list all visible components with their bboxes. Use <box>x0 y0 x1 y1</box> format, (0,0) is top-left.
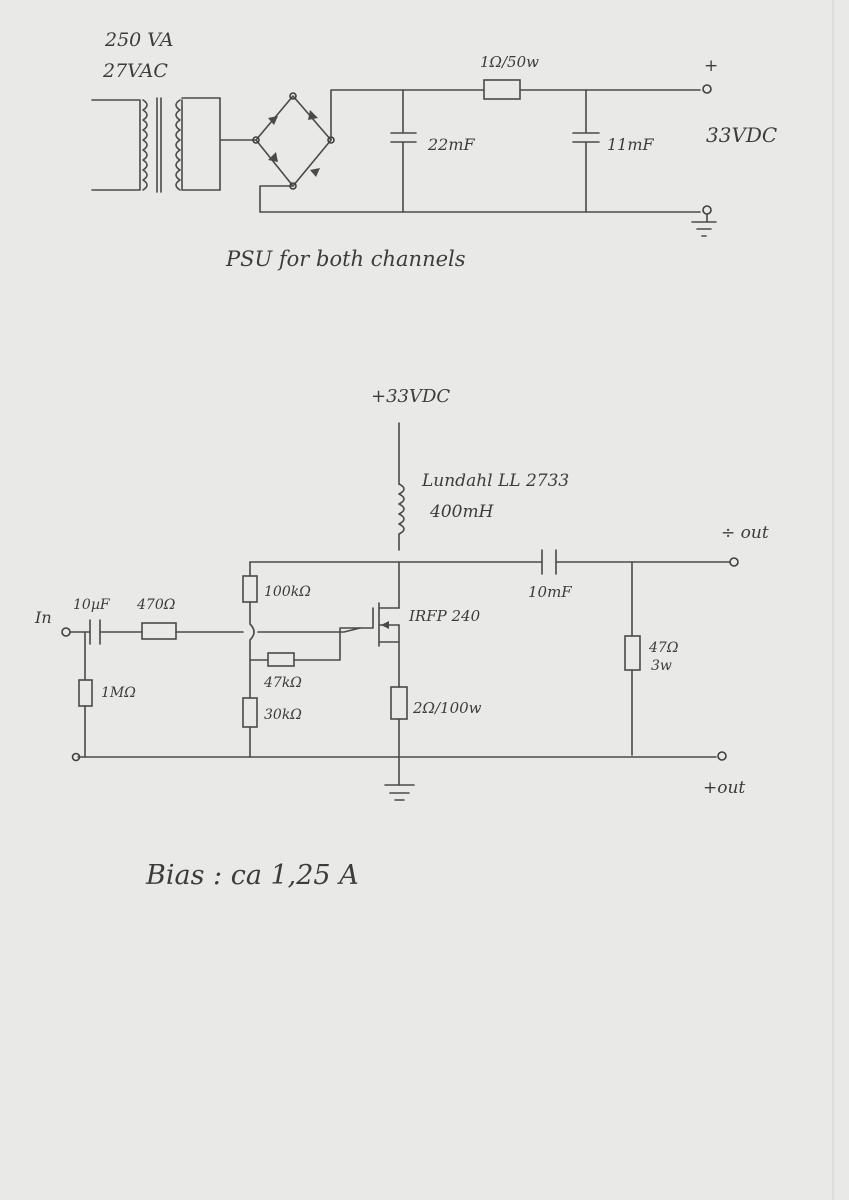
gate-resistor <box>267 652 295 667</box>
input-label: In <box>34 608 52 627</box>
bridge-rectifier <box>219 92 335 191</box>
psu-plus-label: + <box>704 56 718 76</box>
ground-resistor <box>78 679 93 707</box>
output-cap-label: 10mF <box>528 583 572 601</box>
bias-divider-wire <box>249 561 255 758</box>
choke-value: 400mH <box>429 502 495 522</box>
output-pos-label: +out <box>703 778 745 798</box>
bottom-bias-resistor-label: 30kΩ <box>264 707 302 723</box>
psu-cap1-label: 22mF <box>427 135 476 154</box>
top-bias-resistor-label: 100kΩ <box>264 584 311 600</box>
gate-wire <box>249 627 361 661</box>
load-resistor-value: 47Ω <box>648 640 679 656</box>
psu-caption: PSU for both channels <box>225 247 466 271</box>
output-pos-terminal <box>717 751 727 761</box>
amp-supply-label: +33VDC <box>371 386 450 407</box>
psu-cap-11mf: 11mF <box>572 89 655 213</box>
negative-rail <box>259 185 701 213</box>
series-resistor-label: 1Ω/50w <box>480 53 539 71</box>
diode-icon <box>308 110 318 120</box>
source-resistor <box>390 686 408 720</box>
ground-icon <box>691 213 717 237</box>
psu-transformer-voltage: 27VAC <box>102 60 168 82</box>
amplifier-section: +33VDC Lundahl LL 2733 400mH 10mF ÷ out … <box>34 386 769 891</box>
diode-icon <box>310 168 320 177</box>
ground-resistor-label: 1MΩ <box>101 685 136 701</box>
input-resistor <box>141 622 177 640</box>
output-neg-label: ÷ out <box>721 523 769 543</box>
psu-cap2-label: 11mF <box>607 135 655 154</box>
choke-inductor <box>398 483 405 551</box>
transformer-symbol <box>91 97 221 193</box>
psu-cap-22mf: 22mF <box>390 89 476 213</box>
top-bias-resistor <box>242 575 258 603</box>
input-cap-label: 10µF <box>73 597 111 613</box>
diode-icon <box>268 116 278 125</box>
psu-output-voltage: 33VDC <box>706 123 777 147</box>
positive-rail <box>330 89 485 141</box>
load-resistor <box>624 635 641 671</box>
bottom-bias-resistor <box>242 697 258 728</box>
psu-ground-terminal <box>702 205 712 215</box>
psu-section: 250 VA 27VAC 1Ω/ <box>91 29 777 271</box>
mosfet-symbol: IRFP 240 <box>359 561 481 688</box>
choke-name: Lundahl LL 2733 <box>421 471 569 491</box>
input-ground-terminal <box>71 752 81 762</box>
input-resistor-label: 470Ω <box>136 597 176 613</box>
load-resistor-power: 3w <box>651 658 672 674</box>
ground-icon <box>384 784 415 801</box>
gate-resistor-label: 47kΩ <box>263 675 302 691</box>
bias-note: Bias : ca 1,25 A <box>145 860 359 891</box>
output-neg-terminal <box>729 557 739 567</box>
psu-transformer-rating: 250 VA <box>104 29 173 51</box>
input-capacitor <box>89 619 101 645</box>
diode-icon <box>268 152 278 162</box>
source-resistor-label: 2Ω/100w <box>412 699 482 717</box>
mosfet-label: IRFP 240 <box>408 607 481 625</box>
series-resistor <box>483 79 521 100</box>
psu-plus-terminal <box>702 84 712 94</box>
ground-rail <box>77 718 717 786</box>
input-terminal <box>61 627 71 637</box>
output-capacitor <box>541 549 557 575</box>
